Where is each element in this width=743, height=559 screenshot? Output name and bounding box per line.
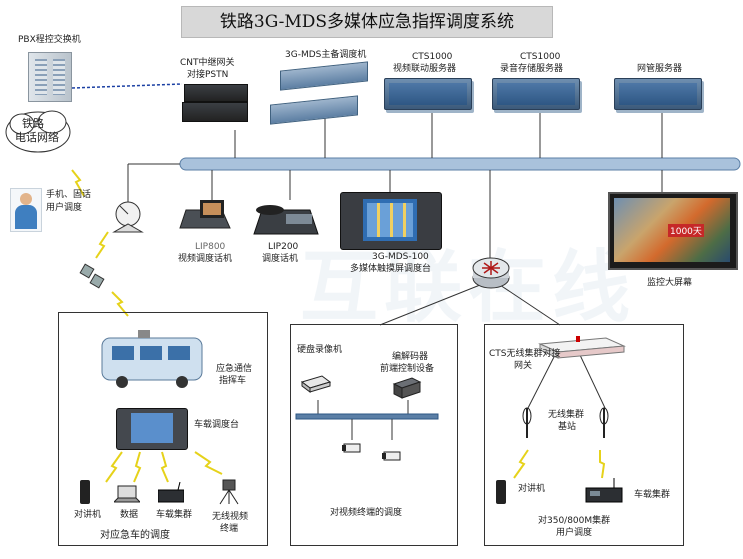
pbx-label: PBX程控交换机 — [18, 35, 81, 45]
watermark-text: 互联在线 — [300, 243, 637, 333]
cts-video-label-1: CTS1000 — [412, 52, 453, 62]
lip200-phone-icon — [248, 200, 324, 238]
trunk-caption-1: 对350/800M集群 — [538, 516, 611, 526]
codec-icon — [392, 376, 422, 400]
vehicle-console-label: 车载调度台 — [194, 420, 240, 430]
pbx-cabinet-icon — [28, 52, 72, 102]
vehicle-console-icon — [116, 408, 188, 450]
rail-network-label-2: 电话网络 — [15, 131, 59, 144]
mds100-console-icon — [340, 192, 442, 250]
mobile-users-label-1: 手机、固话 — [46, 190, 92, 200]
mds100-label-2: 多媒体触摸屏调度台 — [350, 264, 432, 274]
camera-icon-2 — [382, 448, 404, 464]
data-label: 数据 — [120, 510, 139, 520]
codec-label-1: 编解码器 — [392, 352, 429, 362]
phone-user-icon — [10, 188, 42, 232]
emergency-vehicle-icon — [98, 328, 210, 390]
antenna-icon-2 — [597, 404, 611, 440]
lip200-label-2: 调度话机 — [262, 254, 299, 264]
cts-gateway-label-2: 网关 — [514, 361, 533, 371]
cts-video-server-icon — [384, 78, 472, 110]
netmgmt-server-icon — [614, 78, 702, 110]
walkie-label: 对讲机 — [74, 510, 102, 520]
walkie-talkie-icon-2 — [496, 480, 506, 504]
dvr-label: 硬盘录像机 — [297, 345, 343, 355]
wireless-video-label-2: 终端 — [220, 524, 239, 534]
cts-gateway-device-icon — [536, 336, 626, 360]
cnt-gateway-device-icon — [184, 84, 248, 102]
laptop-icon — [114, 484, 140, 504]
video-dispatch-box — [290, 324, 458, 546]
lip800-label-1: LIP800 — [195, 242, 226, 252]
lip200-label-1: LIP200 — [268, 242, 299, 252]
mobile-users-label-2: 用户调度 — [46, 203, 83, 213]
router-icon — [472, 256, 510, 290]
monitor-wall-label: 监控大屏幕 — [647, 278, 693, 288]
cts-gateway-label-1: CTS无线集群对接 — [489, 349, 561, 359]
cnt-gateway-label-2: 对接PSTN — [187, 70, 229, 80]
vehicle-radio-icon-2 — [584, 476, 624, 504]
cnt-gateway-device-icon-2 — [182, 102, 248, 122]
satellite-dish-icon — [110, 200, 146, 234]
base-station-label-1: 无线集群 — [548, 410, 585, 420]
mds100-label-1: 3G-MDS-100 — [372, 252, 429, 262]
cts-record-server-icon — [492, 78, 580, 110]
base-station-label-2: 基站 — [558, 422, 577, 432]
video-dispatch-caption: 对视频终端的调度 — [330, 508, 403, 518]
vehicle-trunk2-label: 车载集群 — [634, 490, 671, 500]
emergency-vehicle-label-2: 指挥车 — [219, 376, 247, 386]
dvr-icon — [300, 374, 332, 394]
antenna-icon-1 — [520, 404, 534, 440]
relay-tower-icon — [78, 262, 108, 292]
cnt-gateway-label-1: CNT中继网关 — [180, 58, 235, 68]
wireless-video-terminal-icon — [216, 476, 242, 506]
cts-record-label-1: CTS1000 — [520, 52, 561, 62]
lip800-label-2: 视频调度话机 — [178, 254, 233, 264]
codec-label-2: 前端控制设备 — [380, 364, 435, 374]
walkie-talkie-icon — [80, 480, 90, 504]
walkie2-label: 对讲机 — [518, 484, 546, 494]
main-dispatcher-label: 3G-MDS主备调度机 — [285, 50, 367, 60]
wireless-video-label-1: 无线视频 — [212, 512, 249, 522]
emergency-vehicle-label-1: 应急通信 — [216, 364, 253, 374]
vehicle-radio-icon — [158, 482, 184, 504]
vehicle-dispatch-caption: 对应急车的调度 — [100, 530, 170, 541]
trunk-caption-2: 用户调度 — [556, 528, 593, 538]
screen-label: 1000天 — [668, 224, 704, 237]
vehicle-trunk-label: 车载集群 — [156, 510, 193, 520]
rail-network-label-1: 铁路 — [22, 117, 44, 130]
diagram-title: 铁路3G-MDS多媒体应急指挥调度系统 — [181, 6, 553, 38]
cts-video-label-2: 视频联动服务器 — [393, 64, 457, 74]
camera-icon-1 — [342, 440, 364, 456]
cts-record-label-2: 录音存储服务器 — [500, 64, 564, 74]
trunk-dispatch-box — [484, 324, 684, 546]
lip800-phone-icon — [172, 198, 236, 232]
vehicle-dispatch-box — [58, 312, 268, 546]
netmgmt-label: 网管服务器 — [637, 64, 683, 74]
monitor-wall-icon: 1000天 — [608, 192, 738, 270]
